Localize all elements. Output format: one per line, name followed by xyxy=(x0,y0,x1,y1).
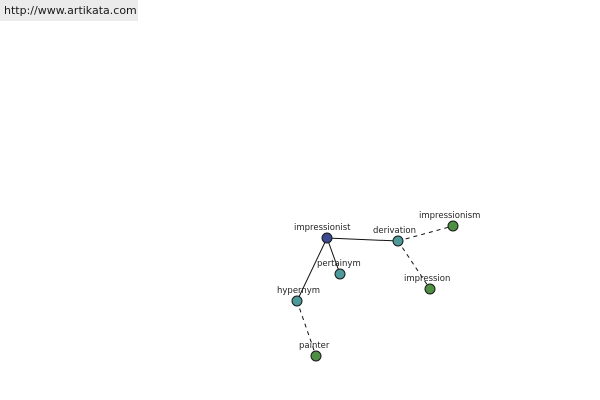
edge-impressionist-hypernym xyxy=(296,237,328,302)
edge-impressionist-derivation xyxy=(326,237,399,242)
node-circle-pertainym[interactable] xyxy=(334,268,346,280)
node-label-hypernym[interactable]: hypernym xyxy=(277,286,320,296)
edge-impressionist-pertainym xyxy=(326,237,341,275)
node-circle-impression[interactable] xyxy=(424,283,436,295)
node-hypernym[interactable]: hypernym xyxy=(277,286,320,307)
graph-edges xyxy=(296,225,454,357)
node-painter[interactable]: painter xyxy=(299,341,330,362)
graph-nodes: impressionist derivation pertainym hypernym… xyxy=(277,211,480,362)
node-derivation[interactable]: derivation xyxy=(373,226,416,247)
node-label-pertainym[interactable]: pertainym xyxy=(317,259,361,269)
node-circle-painter[interactable] xyxy=(310,350,322,362)
node-circle-impressionist[interactable] xyxy=(321,232,333,244)
edge-derivation-impressionism xyxy=(397,225,454,242)
node-impression[interactable]: impression xyxy=(404,274,450,295)
node-circle-derivation[interactable] xyxy=(392,235,404,247)
node-pertainym[interactable]: pertainym xyxy=(317,259,361,280)
site-url[interactable]: http://www.artikata.com xyxy=(4,4,137,17)
edge-hypernym-painter xyxy=(296,300,317,357)
node-circle-hypernym[interactable] xyxy=(291,295,303,307)
node-circle-impressionism[interactable] xyxy=(447,220,459,232)
node-label-impressionism[interactable]: impressionism xyxy=(419,211,480,221)
node-impressionism[interactable]: impressionism xyxy=(419,211,480,232)
node-label-impressionist[interactable]: impressionist xyxy=(294,223,351,233)
node-label-impression[interactable]: impression xyxy=(404,274,450,284)
edge-derivation-impression xyxy=(397,240,431,290)
node-label-painter[interactable]: painter xyxy=(299,341,330,351)
url-banner: http://www.artikata.com xyxy=(0,0,138,21)
node-label-derivation[interactable]: derivation xyxy=(373,226,416,236)
node-impressionist[interactable]: impressionist xyxy=(294,223,351,244)
